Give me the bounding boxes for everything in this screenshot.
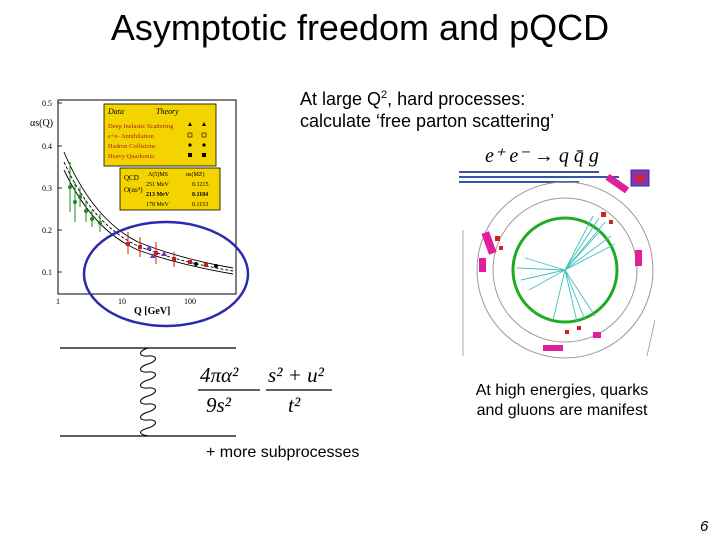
formula-denominator-1: 9s² [206,393,232,417]
legend-header-data: Data [107,107,124,116]
event-equation: e⁺ e⁻ → q q̄ g [485,145,599,167]
detector-rings [462,181,655,359]
lambda-value: 178 MeV [146,202,169,208]
legend-header-theory: Theory [156,107,179,116]
alpha-value: 0.1153 [192,202,208,208]
event-display: e⁺ e⁻ → q q̄ g [457,145,655,359]
x-tick-label: 100 [184,297,196,306]
x-tick-label: 1 [56,297,60,306]
legend-row: Deep Inelastic Scattering [108,123,174,130]
legend-row: Heavy Quarkonia [108,153,154,160]
event-caption: At high energies, quarks and gluons are … [452,381,672,421]
y-ticks: 0.5 0.4 0.3 0.2 0.1 [42,99,52,277]
intro-line1-end: , hard processes: [387,89,526,109]
calorimeter-hits [495,212,613,334]
lambda-header: Λ(5)MS [148,171,168,178]
page-number: 6 [700,518,709,535]
order-label: O(αs⁴) [124,186,143,194]
y-tick-marks [58,102,62,273]
feynman-diagram [60,347,236,437]
formula-numerator-1: 4πα² [200,363,239,387]
alpha-value: 0.1184 [192,192,208,198]
legend-row: e+e- Annihilation [108,133,154,140]
slide-title: Asymptotic freedom and p​QCD [110,7,610,48]
formula-numerator-2: s² + u² [268,363,325,387]
qcd-legend: QCD O(αs⁴) Λ(5)MS αs(MZ) 251 MeV 213 MeV… [119,167,221,211]
y-tick-label: 0.5 [42,99,52,108]
legend-row: Hadron Collisions [108,143,156,150]
intro-line1: At large Q [300,89,382,109]
y-tick-label: 0.4 [42,142,52,151]
x-ticks: 1 10 100 [56,297,196,306]
plot-legend: Data Theory Deep Inelastic Scattering e+… [103,103,217,167]
alpha-s-plot: αs(Q) 0.5 0.4 0.3 0.2 0.1 1 10 100 Q [Ge… [30,99,237,317]
alpha-s-curves [63,151,234,275]
event-info-strip [457,168,653,188]
qcd-label: QCD [124,174,139,182]
alpha-header: αs(MZ) [186,171,204,178]
alpha-s-data-points [68,162,218,268]
highlight-ellipse [82,220,250,328]
caption-line1: At high energies, quarks [475,382,649,399]
calorimeter-deposits [479,173,642,351]
caption-line2: and gluons are manifest [476,402,648,419]
y-tick-label: 0.1 [42,268,52,277]
intro-line2: calculate ‘free parton scattering’ [300,111,555,131]
intro-superscript: 2 [381,89,388,101]
x-tick-label: 10 [118,297,126,306]
y-axis-label: αs(Q) [30,118,53,129]
formula-denominator-2: t² [288,393,301,417]
y-tick-label: 0.3 [42,184,52,193]
lambda-value: 251 MeV [146,182,169,188]
cross-section-formula: 4πα² 9s² s² + u² t² [198,363,332,417]
alpha-value: 0.1215 [192,182,209,188]
lambda-value: 213 MeV [146,192,170,198]
intro-text: At large Q2, hard processes: calculate ‘… [300,84,630,132]
x-axis-label: Q [GeV] [134,306,170,317]
particle-tracks [516,215,616,323]
more-subprocesses-text: + more subprocesses [206,444,360,461]
y-tick-label: 0.2 [42,226,52,235]
gluon-propagator [140,347,156,437]
